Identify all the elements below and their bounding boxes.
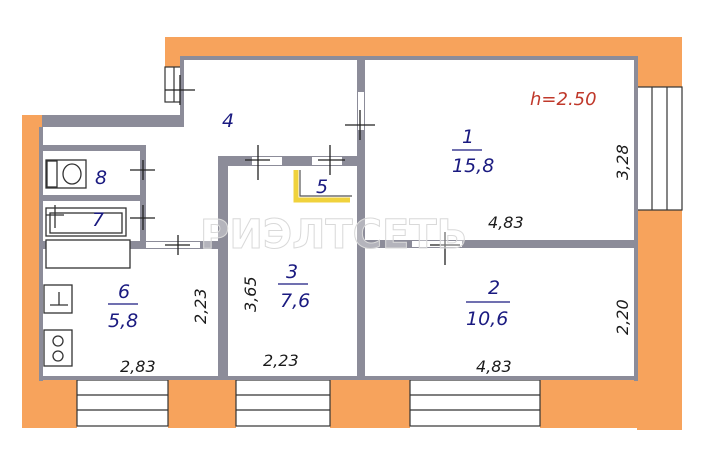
room-1-number: 1 [462,126,474,148]
room-1-area: 15,8 [452,155,494,177]
toilet-icon [45,159,87,189]
room-3-number: 3 [286,261,298,283]
closet-outline [299,170,352,197]
room-6-number: 6 [118,281,130,303]
wall-room3-left [218,156,228,378]
room-5-number: 5 [316,176,328,198]
wall-corridor-top [42,115,183,127]
window-bottom-2 [235,379,331,427]
dim-room2-width: 4,83 [476,357,512,376]
wall-1-2 [365,240,637,248]
wall-left [39,127,43,381]
outer-walls [22,37,682,430]
outer-wall-bottom-left [22,378,77,428]
wall-top [183,56,638,60]
windows [76,66,683,427]
outer-wall-left [22,115,42,425]
room-2-area: 10,6 [466,308,508,330]
wall-wc-top [42,145,145,151]
wall-wc-right [140,145,146,249]
dim-room3-width: 2,23 [263,351,299,370]
dim-room1-depth: 3,28 [613,144,632,180]
wall-corridor-step [180,56,184,127]
dim-room6-width: 2,83 [120,357,156,376]
wall-bottom [39,376,637,380]
dim-room3-depth: 3,65 [241,276,260,312]
room-4-number: 4 [222,110,234,132]
dim-room2-depth: 2,20 [613,299,632,335]
bathtub-icon [45,205,131,269]
wall-right [634,56,638,381]
outer-wall-bottom-mid2 [330,378,410,428]
outer-wall-right-upper [637,37,682,87]
window-bottom-1 [76,379,169,427]
closet-frame [293,170,350,203]
wall-room3-right [357,156,365,378]
room-7-number: 7 [92,209,104,231]
room-8-number: 8 [95,167,107,189]
room-2-number: 2 [488,277,500,299]
wall-room3-top [218,156,365,166]
window-right [636,86,683,211]
dim-room1-width: 4,83 [488,213,524,232]
door-marks [130,75,460,265]
sink-icon [43,284,73,314]
stove-icon [43,329,73,367]
room-6-area: 5,8 [108,310,138,332]
outer-wall-top [165,37,675,59]
window-bottom-3 [409,379,541,427]
watermark: РИЭЛТСЕТЬ [200,212,467,258]
outer-wall-left-upper [165,37,183,67]
outer-wall-bottom-right [540,378,682,428]
ceiling-height-label: h=2.50 [530,89,597,110]
room-3-area: 7,6 [280,290,310,312]
dim-room6-depth: 2,23 [191,288,210,324]
wall-wc-bottom [42,195,145,201]
fraction-bars [108,149,510,305]
outer-wall-bottom-mid1 [168,378,236,428]
